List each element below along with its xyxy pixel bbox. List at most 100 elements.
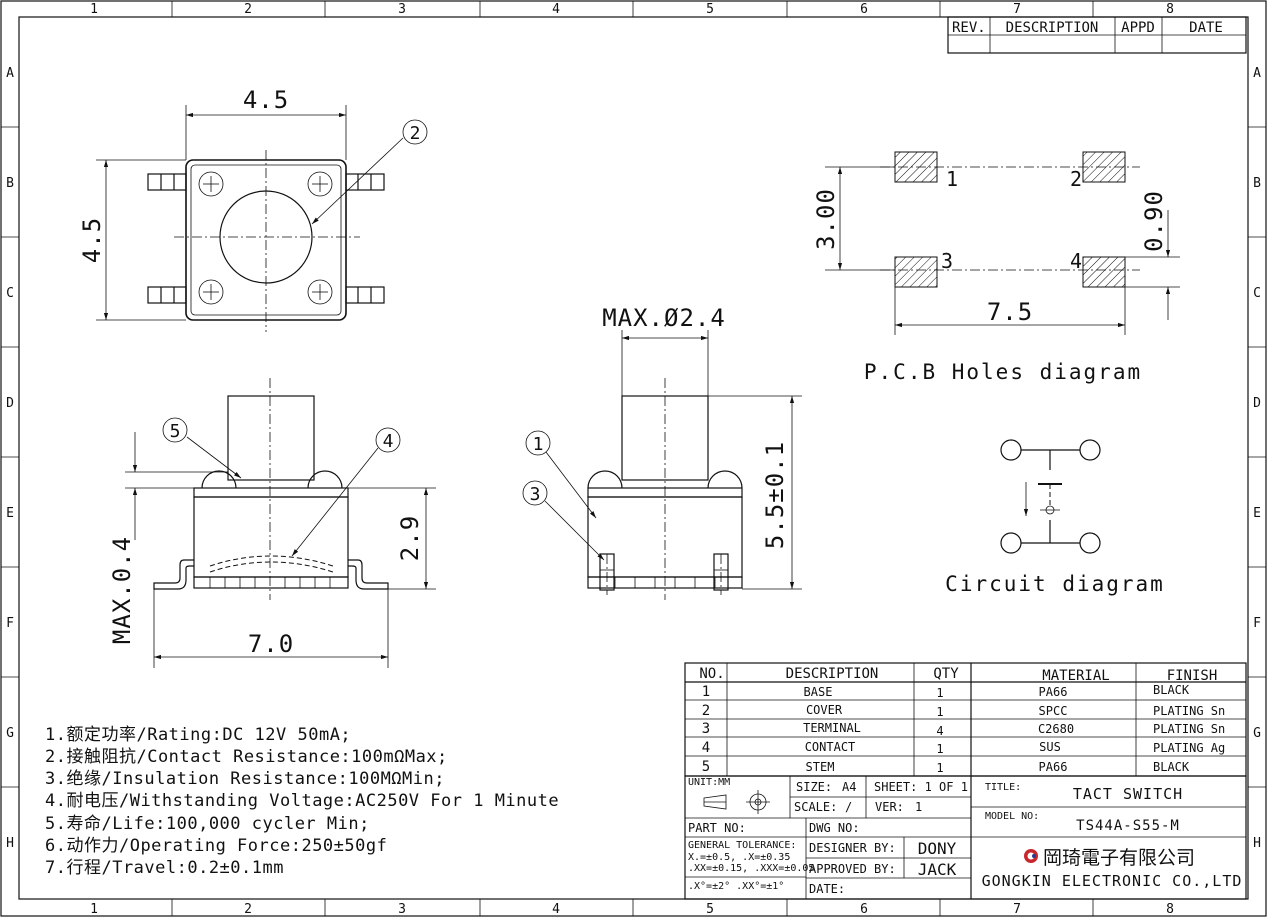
pcb-pad-width: 0.90 (1140, 190, 1168, 252)
spec-note: 2.接触阻抗/Contact Resistance:100mΩMax; (45, 747, 448, 767)
bom-cell: PLATING Ag (1153, 741, 1225, 755)
model-label: MODEL NO: (985, 811, 1039, 822)
top-height-dimension: 4.5 (78, 217, 106, 263)
pin-label: 2 (1070, 167, 1083, 191)
bom-cell: PA66 (1039, 685, 1068, 699)
col-number: 2 (244, 902, 252, 917)
col-number: 4 (552, 2, 560, 17)
bom-header-no: NO. (699, 666, 724, 682)
col-number: 2 (244, 2, 252, 17)
col-number: 6 (860, 2, 868, 17)
bom-row: 2 COVER 1 SPCC PLATING Sn (702, 703, 1225, 719)
bom-cell: 4 (936, 724, 943, 738)
col-number: 3 (398, 2, 406, 17)
rev-header: REV. (952, 20, 986, 36)
rev-description-header: DESCRIPTION (1006, 20, 1099, 36)
pcb-holes-diagram: 1 2 3 4 3.00 0.90 7.5 P.C.B Holes diagra… (812, 151, 1180, 384)
spec-notes: 1.额定功率/Rating:DC 12V 50mA; 2.接触阻抗/Contac… (45, 725, 559, 878)
bom-table: NO. DESCRIPTION QTY MATERIAL FINISH 1 BA… (684, 662, 1247, 777)
bom-cell: COVER (806, 703, 843, 717)
side-view-right: MAX.Ø2.4 5.5±0.1 1 3 (522, 304, 802, 600)
ver-label: VER: (875, 800, 904, 814)
row-letter: G (1253, 726, 1261, 741)
spec-note: 6.动作力/Operating Force:250±50gf (45, 836, 387, 856)
sheet-label: SHEET: 1 OF 1 (874, 780, 968, 794)
designer-label: DESIGNER BY: (809, 841, 896, 855)
pcb-horizontal-pitch: 7.5 (987, 298, 1033, 326)
designer-value: DONY (918, 839, 957, 858)
col-number: 4 (552, 902, 560, 917)
bom-cell: BLACK (1153, 760, 1190, 774)
callout-5-label: 5 (170, 421, 181, 442)
row-letter: C (6, 286, 14, 301)
top-width-dimension: 4.5 (243, 86, 289, 114)
bom-cell: BASE (804, 685, 833, 699)
col-number: 7 (1013, 2, 1021, 17)
bom-cell: STEM (806, 760, 835, 774)
side-view-left: 2.9 7.0 MAX.0.4 5 4 (108, 378, 436, 668)
bom-cell: PA66 (1039, 760, 1068, 774)
bom-header-material: MATERIAL (1042, 668, 1109, 684)
col-number: 8 (1166, 902, 1174, 917)
pcb-vertical-pitch: 3.00 (812, 188, 840, 250)
pcb-pad (1082, 256, 1126, 288)
unit-label: UNIT:MM (688, 777, 730, 788)
spec-note: 7.行程/Travel:0.2±0.1mm (45, 858, 284, 878)
tolerance-title: GENERAL TOLERANCE: (688, 840, 796, 851)
row-letter: E (1253, 506, 1261, 521)
bom-row: 5 STEM 1 PA66 BLACK (702, 759, 1190, 775)
bom-cell: 5 (702, 759, 710, 775)
tolerance-line: .X°=±2° .XX°=±1° (688, 881, 784, 892)
size-value: A4 (842, 780, 856, 794)
bom-row: 4 CONTACT 1 SUS PLATING Ag (702, 740, 1225, 756)
row-letter: D (1253, 396, 1261, 411)
company-name-cn: 岡琦電子有限公司 (1043, 847, 1195, 869)
projection-symbol-icon (703, 790, 770, 814)
bom-row: 3 TERMINAL 4 C2680 PLATING Sn (702, 721, 1225, 738)
rev-date-header: DATE (1189, 20, 1223, 36)
spec-note: 4.耐电压/Withstanding Voltage:AC250V For 1 … (45, 791, 559, 811)
spec-note: 5.寿命/Life:100,000 cycler Min; (45, 814, 370, 834)
bom-cell: PLATING Sn (1153, 704, 1225, 718)
base-height-dimension: 2.9 (396, 515, 424, 561)
approved-label: APPROVED BY: (809, 862, 896, 876)
row-letter: H (1253, 836, 1261, 851)
bom-cell: 3 (702, 721, 710, 737)
size-label: SIZE: (796, 780, 832, 794)
model-value: TS44A-S55-M (1076, 818, 1180, 834)
pcb-holes-title: P.C.B Holes diagram (864, 360, 1142, 384)
callout-3-label: 3 (530, 484, 541, 505)
callout-2-label: 2 (410, 123, 421, 144)
revision-block: REV. DESCRIPTION APPD DATE (947, 16, 1247, 54)
approved-value: JACK (918, 860, 957, 879)
circuit-title: Circuit diagram (945, 572, 1165, 596)
row-letter: A (1253, 66, 1261, 81)
pin-label: 1 (946, 167, 959, 191)
bom-header-finish: FINISH (1167, 668, 1218, 684)
title-value: TACT SWITCH (1073, 785, 1183, 803)
bom-cell: CONTACT (805, 740, 856, 754)
length-dimension: 7.0 (248, 630, 294, 658)
company-logo-icon (1024, 849, 1038, 863)
bom-cell: SUS (1039, 740, 1061, 754)
bom-header-description: DESCRIPTION (786, 666, 879, 682)
col-number: 5 (706, 902, 714, 917)
scale-label: SCALE: (794, 800, 837, 814)
company-name-en: GONGKIN ELECTRONIC CO.,LTD (982, 872, 1243, 890)
bom-header-qty: QTY (933, 666, 959, 682)
bom-cell: PLATING Sn (1153, 722, 1225, 736)
title-block: UNIT:MM SIZE: A4 SHEET: 1 OF 1 SCALE: / … (684, 775, 1247, 900)
row-letter: F (1253, 616, 1261, 631)
bom-cell: 4 (702, 740, 710, 756)
spec-note: 3.绝缘/Insulation Resistance:100MΩMin; (45, 769, 445, 789)
ver-value: 1 (915, 800, 922, 814)
date-label: DATE: (809, 882, 845, 896)
callout-4-label: 4 (383, 431, 394, 452)
dwg-no-label: DWG NO: (809, 821, 860, 835)
row-letter: B (1253, 176, 1261, 191)
col-number: 5 (706, 2, 714, 17)
col-number: 8 (1166, 2, 1174, 17)
bom-row: 1 BASE 1 PA66 BLACK (702, 683, 1190, 700)
spec-note: 1.额定功率/Rating:DC 12V 50mA; (45, 725, 351, 745)
